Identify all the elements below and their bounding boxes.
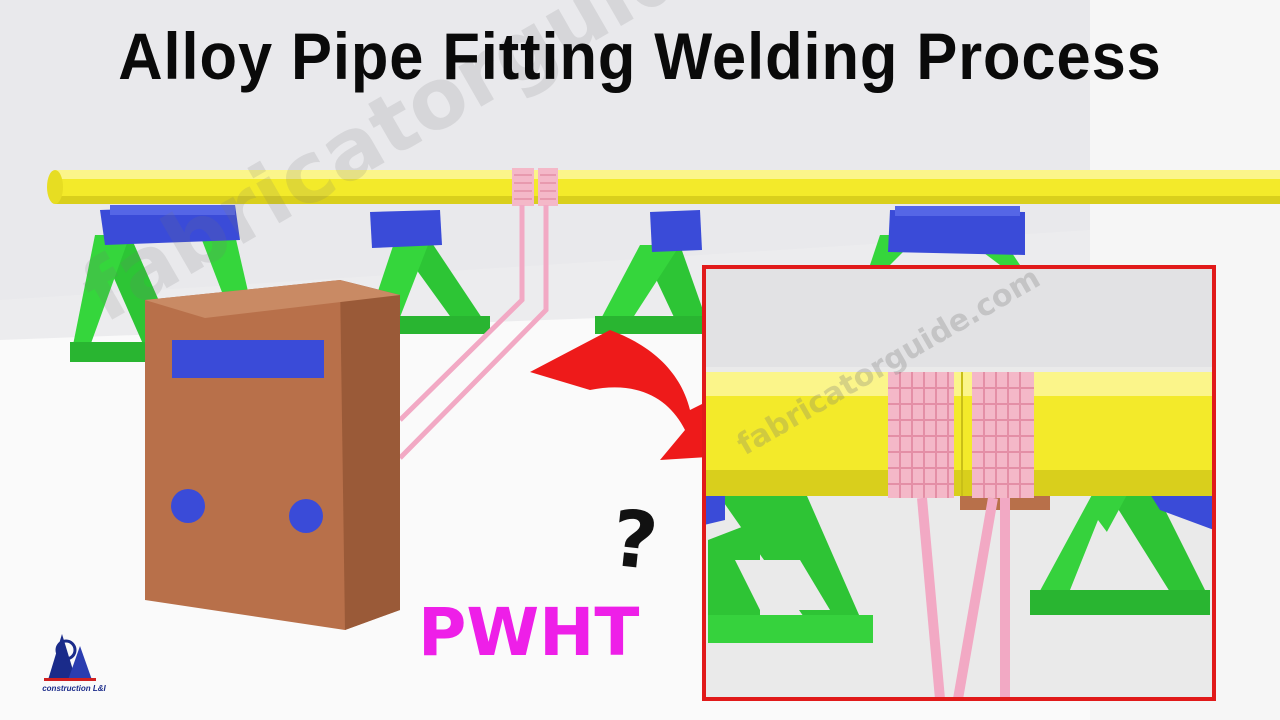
inset-border xyxy=(702,265,1216,701)
question-mark: ? xyxy=(607,493,662,589)
pipe-stand-1 xyxy=(70,205,250,362)
pointer-arrow xyxy=(530,330,740,460)
pwht-control-box xyxy=(145,280,400,630)
zoom-inset xyxy=(702,265,1216,701)
inset-heater-cables xyxy=(917,497,1010,700)
pipe-stand-4 xyxy=(870,206,1025,265)
heater-cables xyxy=(398,205,549,460)
alloy-pipe xyxy=(47,170,1280,204)
pipe-stand-3 xyxy=(595,210,710,334)
inset-heater-pads xyxy=(888,372,1034,498)
control-knob-left xyxy=(171,489,205,523)
construction-logo-icon xyxy=(44,634,96,681)
logo-text: construction L&I xyxy=(42,684,106,693)
pwht-label: PWHT xyxy=(418,594,640,671)
control-display xyxy=(172,340,324,378)
control-knob-right xyxy=(289,499,323,533)
page-title: Alloy Pipe Fitting Welding Process xyxy=(118,19,1162,93)
heater-pads xyxy=(512,168,558,206)
